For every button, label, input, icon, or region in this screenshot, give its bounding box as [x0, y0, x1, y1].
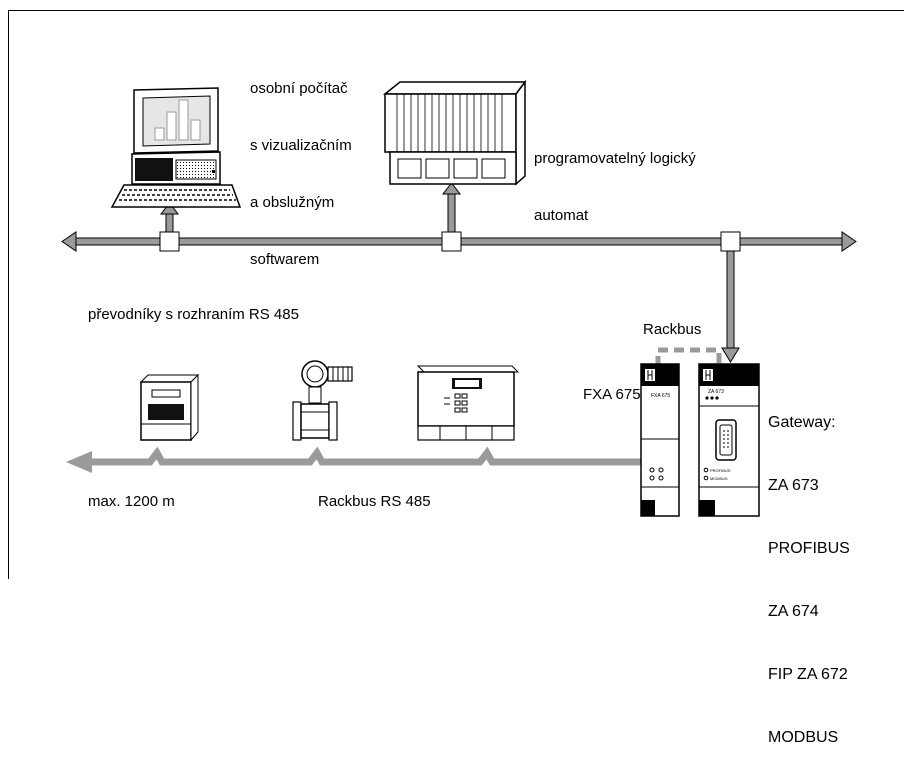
gateway-label-line-6: MODBUS: [768, 729, 839, 746]
gateway-port-label-2: MODBUS: [710, 476, 728, 481]
pc-label-line-1: osobní počítač: [250, 80, 348, 97]
gateway-label-line-5: FIP ZA 672: [768, 666, 848, 683]
network-diagram: FXA 675 ZA 673 PROFIBUS MODBUS: [61, 79, 857, 517]
gateway-front-label: ZA 673: [708, 389, 724, 395]
gateway-module: [698, 363, 760, 517]
rackbus-rs485-line: [66, 446, 652, 473]
max-distance-label: max. 1200 m: [88, 493, 175, 510]
gateway-label-line-4: ZA 674: [768, 603, 819, 620]
gateway-label-line-2: ZA 673: [768, 477, 819, 494]
fxa-front-label: FXA 675: [651, 393, 670, 399]
plc-rack-icon: [382, 79, 527, 186]
gateway-label-line-3: PROFIBUS: [768, 540, 850, 557]
pc-label: osobní počítač s vizualizačním a obslužn…: [250, 41, 352, 288]
pc-label-line-4: softwarem: [250, 251, 320, 268]
bus-junction-plc: [441, 231, 462, 252]
plc-connector-arrow: [441, 182, 462, 233]
gateway-connector-arrow: [721, 250, 740, 363]
gateway-label: Gateway: ZA 673 PROFIBUS ZA 674 FIP ZA 6…: [768, 370, 850, 769]
fxa-675-module: [640, 363, 680, 517]
plc-label: programovatelný logický automat: [534, 111, 696, 244]
plc-label-line-1: programovatelný logický: [534, 150, 696, 167]
rackbus-label: Rackbus: [643, 321, 702, 338]
personal-computer-icon: [110, 87, 242, 208]
pc-label-line-2: s vizualizačním: [250, 137, 352, 154]
rackbus-dashed-link: [655, 347, 722, 366]
plc-label-line-2: automat: [534, 207, 589, 224]
pc-connector-arrow: [159, 202, 180, 233]
converters-label: převodníky s rozhraním RS 485: [88, 306, 299, 323]
rackbus-rs485-label: Rackbus RS 485: [318, 493, 431, 510]
converter-box-icon: [139, 373, 200, 442]
display-unit-icon: [416, 365, 520, 441]
pc-label-line-3: a obslužným: [250, 194, 335, 211]
bus-junction-gateway: [720, 231, 741, 252]
bus-junction-pc: [159, 231, 180, 252]
gateway-label-line-1: Gateway:: [768, 414, 836, 431]
flowmeter-icon: [292, 360, 353, 441]
gateway-port-label-1: PROFIBUS: [710, 468, 731, 473]
diagram-frame: [8, 10, 904, 579]
fxa-675-label: FXA 675: [583, 386, 641, 403]
